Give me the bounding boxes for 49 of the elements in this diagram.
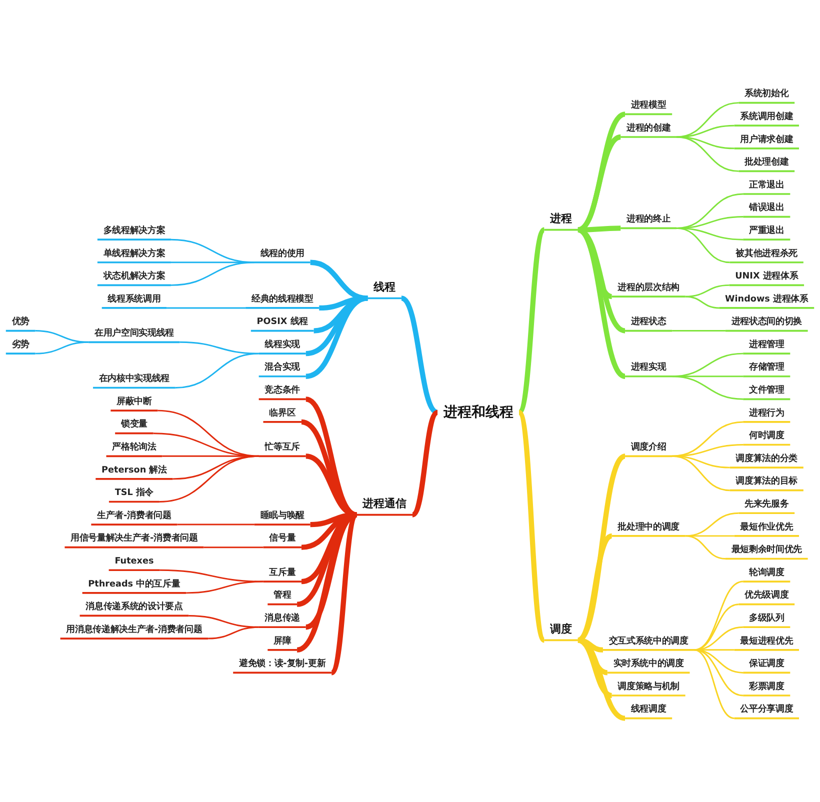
connector <box>304 512 358 630</box>
connector <box>685 296 720 309</box>
connector <box>301 512 357 550</box>
connector <box>694 649 744 696</box>
connector <box>672 376 744 400</box>
connector <box>517 228 546 414</box>
connector <box>310 512 357 528</box>
connector <box>577 638 608 676</box>
connector <box>166 307 246 309</box>
connector <box>177 524 254 526</box>
connector <box>694 649 744 674</box>
connector <box>306 296 368 356</box>
connector <box>300 512 358 584</box>
connector <box>186 580 264 594</box>
connector <box>35 341 89 354</box>
connector <box>578 226 621 232</box>
connector <box>676 227 730 264</box>
connector <box>694 649 734 720</box>
connector <box>577 134 622 232</box>
connector <box>672 455 730 492</box>
connector <box>685 512 739 537</box>
connector <box>676 102 739 138</box>
connector <box>208 626 259 640</box>
connector <box>685 284 730 298</box>
connector <box>694 649 734 651</box>
connector <box>175 352 259 388</box>
connector <box>685 535 726 560</box>
connector <box>694 626 744 651</box>
node-text: 进程和线程 <box>443 404 514 420</box>
connector <box>685 535 734 537</box>
connector <box>694 604 739 651</box>
connector <box>672 330 726 332</box>
connector <box>204 546 264 548</box>
connector <box>577 638 612 698</box>
connector <box>578 638 604 652</box>
connector <box>170 262 254 286</box>
connector <box>411 410 439 517</box>
connector <box>159 455 259 502</box>
connector <box>694 580 744 651</box>
connector <box>576 228 626 379</box>
connector <box>296 512 358 607</box>
connector <box>319 296 368 311</box>
connector <box>676 136 739 172</box>
connector <box>314 296 368 334</box>
connector <box>672 421 744 457</box>
connector <box>330 513 358 674</box>
connector <box>676 124 734 138</box>
connector <box>516 411 546 642</box>
connector <box>400 296 439 415</box>
